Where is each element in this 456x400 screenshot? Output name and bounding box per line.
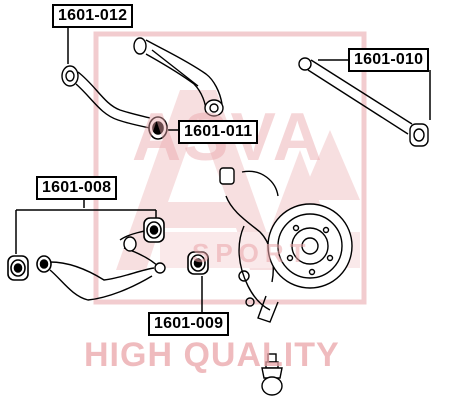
knuckle-hub-assembly	[219, 167, 353, 323]
callout-lines	[15, 24, 431, 312]
part-1601-008-bushing-right	[143, 217, 165, 243]
part-label-1601-009: 1601-009	[148, 312, 230, 336]
part-1601-009-bushing	[187, 251, 209, 275]
watermark-subtext: SPORT	[192, 238, 312, 268]
part-label-1601-011: 1601-011	[178, 120, 259, 144]
watermark-tagline: HIGH QUALITY	[84, 336, 340, 374]
part-1601-008-arm	[49, 229, 166, 301]
part-label-1601-008: 1601-008	[36, 176, 118, 200]
part-label-1601-012: 1601-012	[52, 4, 134, 28]
part-label-1601-010: 1601-010	[348, 48, 430, 72]
part-1601-012-arm	[61, 65, 151, 129]
ball-joint	[261, 353, 283, 396]
part-1601-010-link	[298, 57, 429, 147]
part-1601-011-arm	[133, 37, 224, 117]
part-1601-008-bushing-left	[7, 255, 29, 281]
part-1601-011-bushing	[148, 116, 168, 140]
part-1601-008-bushing-mid	[36, 255, 52, 273]
